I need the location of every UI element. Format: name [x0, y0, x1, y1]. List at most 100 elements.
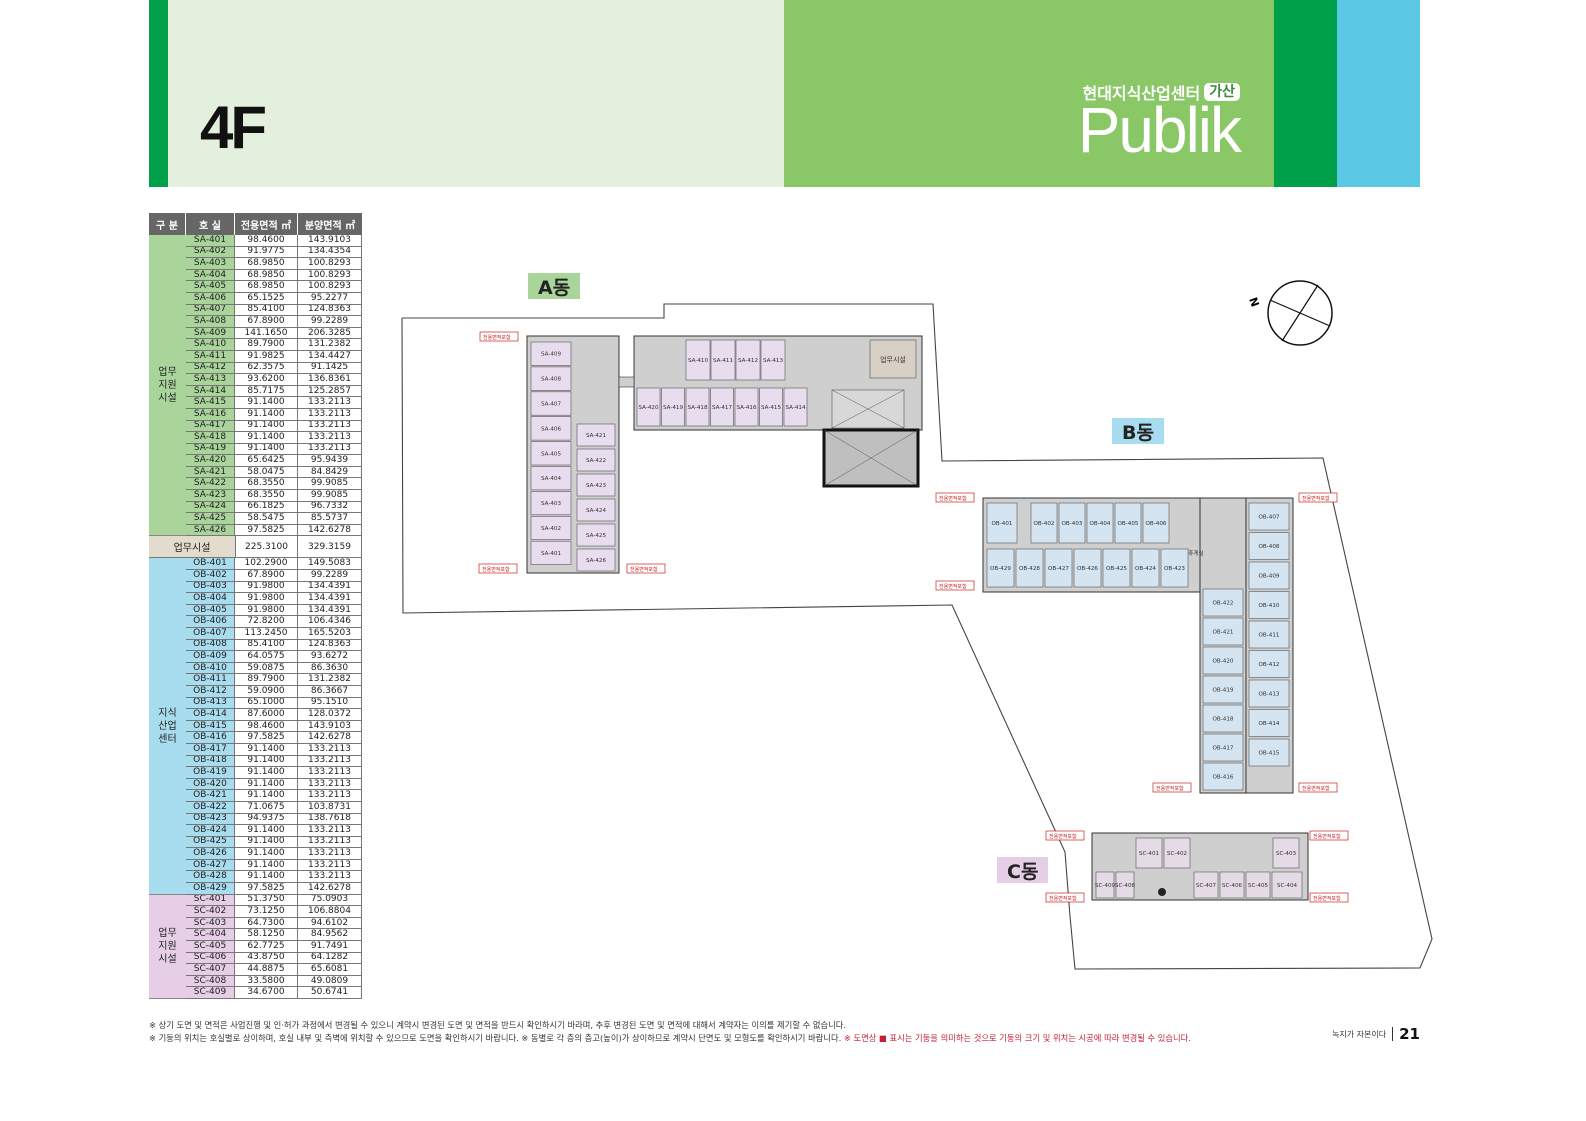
brand-subtitle: 현대지식산업센터 가산	[1082, 80, 1240, 104]
sale-area-cell: 86.3667	[298, 685, 362, 697]
room-sa-411: SA-411	[710, 339, 736, 381]
room-ob-404: OB-404	[1086, 502, 1114, 544]
sale-area-cell: 142.6278	[298, 883, 362, 894]
room-label: OB-404	[1090, 521, 1111, 527]
unit-cell: SA-423	[186, 490, 235, 501]
exclusive-area-cell: 97.5825	[235, 883, 298, 894]
sale-area-cell: 99.2289	[298, 316, 362, 327]
sale-area-cell: 124.8363	[298, 304, 362, 316]
sale-area-cell: 133.2113	[298, 778, 362, 790]
svg-text:전용면적포함: 전용면적포함	[1302, 495, 1330, 502]
sale-area-cell: 91.7491	[298, 941, 362, 952]
exclusive-area-cell: 66.1825	[235, 501, 298, 513]
exclusive-area-cell: 91.1400	[235, 443, 298, 455]
room-label: SA-408	[541, 377, 561, 383]
exclusive-area-cell: 89.7900	[235, 339, 298, 350]
room-sa-421: SA-421	[576, 423, 616, 447]
exclusive-area-cell: 91.1400	[235, 432, 298, 443]
exclusive-area-cell: 59.0900	[235, 685, 298, 697]
svg-text:전용면적포함: 전용면적포함	[482, 566, 510, 573]
unit-cell: SA-421	[186, 466, 235, 478]
sale-area-cell: 100.8293	[298, 281, 362, 292]
page-slogan: 녹지가 자본이다	[1332, 1029, 1387, 1039]
room-sc-408: SC-408	[1115, 871, 1136, 899]
room-label: OB-412	[1259, 662, 1280, 668]
brand-badge: 가산	[1204, 83, 1240, 101]
room-label: SA-421	[586, 433, 606, 439]
exclusive-area-cell: 58.1250	[235, 929, 298, 941]
room-label: SA-419	[663, 405, 683, 411]
svg-text:전용면적포함: 전용면적포함	[939, 495, 967, 502]
sale-area-cell: 100.8293	[298, 269, 362, 281]
room-label: SC-407	[1196, 883, 1217, 889]
exclusive-area-cell: 68.3550	[235, 490, 298, 501]
room-label: SA-414	[785, 405, 805, 411]
unit-cell: SA-407	[186, 304, 235, 316]
north-label: N	[1246, 296, 1261, 309]
room-label: OB-429	[990, 566, 1011, 572]
exclusive-area-cell: 62.7725	[235, 941, 298, 952]
room-label: SA-416	[736, 405, 756, 411]
room-ob-414: OB-414	[1248, 709, 1290, 737]
exclusive-area-cell: 97.5825	[235, 524, 298, 536]
svg-text:전용면적포함: 전용면적포함	[1313, 833, 1341, 840]
room-label: SA-418	[687, 405, 707, 411]
unit-cell: SC-404	[186, 929, 235, 941]
exclusive-area-included-chip: 전용면적포함	[1152, 782, 1192, 793]
sale-area-cell: 99.2289	[298, 570, 362, 581]
sale-area-cell: 65.6081	[298, 964, 362, 975]
exclusive-area-cell: 62.3575	[235, 362, 298, 374]
facility-area-cell: 225.3100	[235, 536, 298, 558]
room-label: SA-405	[541, 451, 561, 457]
room-label: OB-407	[1259, 515, 1280, 521]
room-ob-401: OB-401	[986, 502, 1018, 544]
exclusive-area-cell: 91.9775	[235, 246, 298, 258]
unit-cell: OB-427	[186, 859, 235, 871]
unit-cell: OB-429	[186, 883, 235, 894]
room-ob-416: OB-416	[1202, 762, 1244, 791]
room-label: OB-403	[1062, 521, 1083, 527]
exclusive-area-cell: 91.1400	[235, 408, 298, 420]
building-a: 업무시설 SA-409SA-408SA-407SA-406SA-405SA-40…	[526, 335, 923, 574]
sale-area-cell: 103.8731	[298, 801, 362, 813]
sale-area-cell: 136.8361	[298, 374, 362, 385]
header-band-cyan	[1337, 0, 1420, 187]
unit-cell: OB-417	[186, 743, 235, 755]
unit-cell: OB-428	[186, 871, 235, 883]
unit-cell: OB-419	[186, 767, 235, 778]
room-label: SA-407	[541, 402, 561, 408]
unit-cell: SA-402	[186, 246, 235, 258]
table-header: 구 분 호 실 전용면적 ㎡ 분양면적 ㎡	[149, 213, 362, 235]
exclusive-area-cell: 97.5825	[235, 732, 298, 743]
room-sa-406: SA-406	[530, 416, 572, 441]
room-label: SA-401	[541, 551, 561, 557]
brand-subtitle-text: 현대지식산업센터	[1082, 84, 1201, 103]
room-sa-419: SA-419	[661, 387, 685, 427]
exclusive-area-cell: 68.9850	[235, 269, 298, 281]
rest-area-label: 휴게실	[1188, 549, 1203, 557]
sale-area-cell: 133.2113	[298, 432, 362, 443]
exclusive-area-cell: 93.6200	[235, 374, 298, 385]
room-label: SC-404	[1277, 883, 1298, 889]
unit-cell: OB-401	[186, 558, 235, 570]
exclusive-area-included-chip: 전용면적포함	[1045, 892, 1085, 903]
exclusive-area-cell: 68.9850	[235, 258, 298, 269]
exclusive-area-cell: 68.9850	[235, 281, 298, 292]
